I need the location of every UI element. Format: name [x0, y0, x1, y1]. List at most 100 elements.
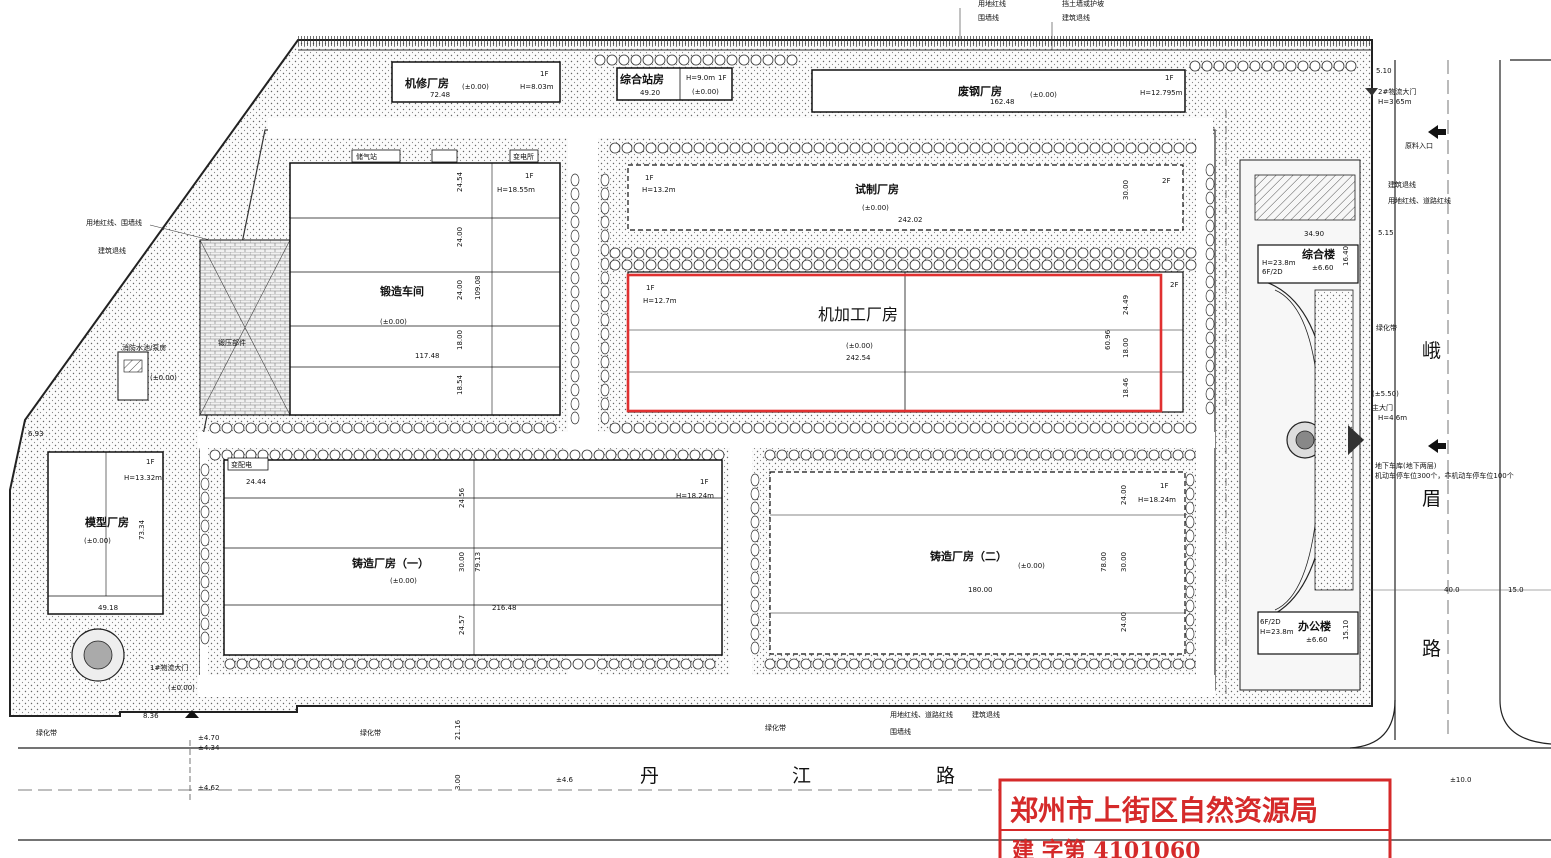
tree-symbol	[1005, 247, 1017, 259]
tree-symbol	[1029, 259, 1041, 271]
tree-symbol	[1041, 247, 1053, 259]
tree-symbol	[1113, 142, 1125, 154]
tree-symbol	[693, 142, 705, 154]
tree-symbol	[885, 247, 897, 259]
tree-symbol	[1029, 422, 1041, 434]
tree-symbol	[1185, 557, 1195, 571]
tree-symbol	[485, 449, 497, 461]
tree-symbol	[1185, 259, 1197, 271]
tree-symbol	[633, 142, 645, 154]
tree-symbol	[600, 313, 610, 327]
tree-symbol	[813, 259, 825, 271]
tree-symbol	[969, 142, 981, 154]
building-duanzao-dimtotal: 109.08	[474, 276, 482, 301]
tree-symbol	[1101, 142, 1113, 154]
tree-symbol	[824, 658, 836, 670]
north-fence	[298, 36, 1372, 46]
tree-symbol	[260, 658, 272, 670]
gate-dixia[interactable]: 地下车库(地下两层) 机动车停车位300个，非机动车停车位100个	[1375, 439, 1514, 480]
tree-symbol	[473, 422, 485, 434]
gate-yuanliao[interactable]: 原料入口	[1405, 125, 1446, 150]
tree-symbol	[1185, 613, 1195, 627]
tree-symbol	[837, 422, 849, 434]
tree-symbol	[1185, 529, 1195, 543]
tree-symbol	[1004, 449, 1016, 461]
gate-zhudamen[interactable]: (±5.50) 主大门 H=4.6m	[1372, 390, 1407, 422]
tree-symbol	[789, 422, 801, 434]
tree-symbol	[1161, 422, 1173, 434]
tree-symbol	[945, 247, 957, 259]
tree-symbol	[284, 658, 296, 670]
tree-symbol	[473, 449, 485, 461]
gate-wuliu1[interactable]: 1#物流大门 (±0.00)	[71, 628, 199, 718]
tree-symbol	[632, 658, 644, 670]
tree-symbol	[200, 463, 210, 477]
tree-symbol	[705, 142, 717, 154]
tree-symbol	[1205, 387, 1215, 401]
building-jixiu[interactable]: 机修厂房 (±0.00) 1F H=8.03m 72.48	[391, 61, 561, 103]
east-road-char-0: 峨	[1422, 340, 1441, 362]
tree-symbol	[200, 547, 210, 561]
tree-symbol	[873, 247, 885, 259]
building-moxing[interactable]: 模型厂房 (±0.00) 1F H=13.32m 49.18 73.34	[47, 451, 164, 615]
tree-symbol	[908, 658, 920, 670]
tree-symbol	[570, 341, 580, 355]
building-bangonglou[interactable]: 办公楼 6F/2D H=23.8m ±6.60 15.10	[1257, 611, 1359, 655]
building-feigang-elev: (±0.00)	[1030, 91, 1057, 99]
tree-symbol	[801, 247, 813, 259]
tree-symbol	[897, 247, 909, 259]
building-feigang[interactable]: 废钢厂房 (±0.00) 1F H=12.795m 162.48	[811, 69, 1186, 113]
building-zonghelou[interactable]: 综合楼 H=23.8m 6F/2D ±6.60 34.90 16.40	[1257, 230, 1359, 284]
tree-symbol	[524, 658, 536, 670]
tree-symbol	[750, 599, 760, 613]
tree-symbol	[1137, 259, 1149, 271]
label-jianzhu-bottom: 建筑退线	[972, 710, 1000, 719]
building-zonghe-zhan[interactable]: 综合站房 H=9.0m 1F (±0.00) 49.20	[616, 67, 733, 101]
tree-symbol	[512, 658, 524, 670]
tree-symbol	[1184, 658, 1196, 670]
tree-symbol	[729, 422, 741, 434]
tree-symbol	[365, 449, 377, 461]
tree-symbol	[741, 422, 753, 434]
building-zhuzao2-dim1: 30.00	[1120, 552, 1128, 572]
tree-symbol	[1149, 142, 1161, 154]
tree-symbol	[837, 247, 849, 259]
tree-symbol	[633, 259, 645, 271]
building-shizhi-dimh: 30.00	[1122, 180, 1130, 200]
tree-symbol	[992, 449, 1004, 461]
tree-symbol	[341, 422, 353, 434]
tree-symbol	[945, 259, 957, 271]
south-road: 丹 江 路	[18, 740, 1551, 841]
building-jijiagong-dimtotal: 60.96	[1104, 329, 1112, 350]
tree-symbol	[897, 259, 909, 271]
tree-symbol	[572, 658, 584, 670]
building-feigang-floors: 1F	[1165, 74, 1173, 82]
tree-symbol	[750, 501, 760, 515]
tree-symbol	[641, 449, 653, 461]
building-zhuzao2[interactable]: 铸造厂房（二） (±0.00) 1F H=18.24m 180.00 78.00…	[769, 471, 1186, 655]
building-jijiagong-name: 机加工厂房	[818, 305, 898, 324]
tree-symbol	[1004, 658, 1016, 670]
tree-symbol	[944, 658, 956, 670]
tree-symbol	[681, 422, 693, 434]
elev-se: ±10.0	[1450, 776, 1471, 784]
building-duanzao[interactable]: 锻造车间 (±0.00) 1F H=18.55m 117.48 109.08 2…	[199, 149, 561, 416]
highlight-box	[626, 273, 1163, 413]
tree-symbol	[849, 259, 861, 271]
tree-symbol	[1125, 142, 1137, 154]
tree-symbol	[570, 411, 580, 425]
tree-symbol	[873, 259, 885, 271]
tree-symbol	[825, 422, 837, 434]
tree-symbol	[776, 449, 788, 461]
building-shizhi[interactable]: 试制厂房 (±0.00) 1F H=13.2m 2F 242.02 30.00	[627, 164, 1184, 231]
tree-symbol	[621, 247, 633, 259]
tree-symbol	[801, 422, 813, 434]
building-jijiagong[interactable]: 机加工厂房 (±0.00) 1F H=12.7m 2F 242.54 60.96…	[626, 271, 1184, 413]
tree-symbol	[497, 449, 509, 461]
fire-pool[interactable]: 消防水池/泵房 (±0.00)	[117, 343, 177, 401]
tree-symbol	[1041, 259, 1053, 271]
tree-symbol	[1205, 191, 1215, 205]
building-zhuzao1[interactable]: 变配电 铸造厂房（一） (±0.00) 1F H=18.24m 216.48 2…	[223, 457, 723, 656]
tree-symbol	[1297, 60, 1309, 72]
tree-symbol	[1205, 373, 1215, 387]
